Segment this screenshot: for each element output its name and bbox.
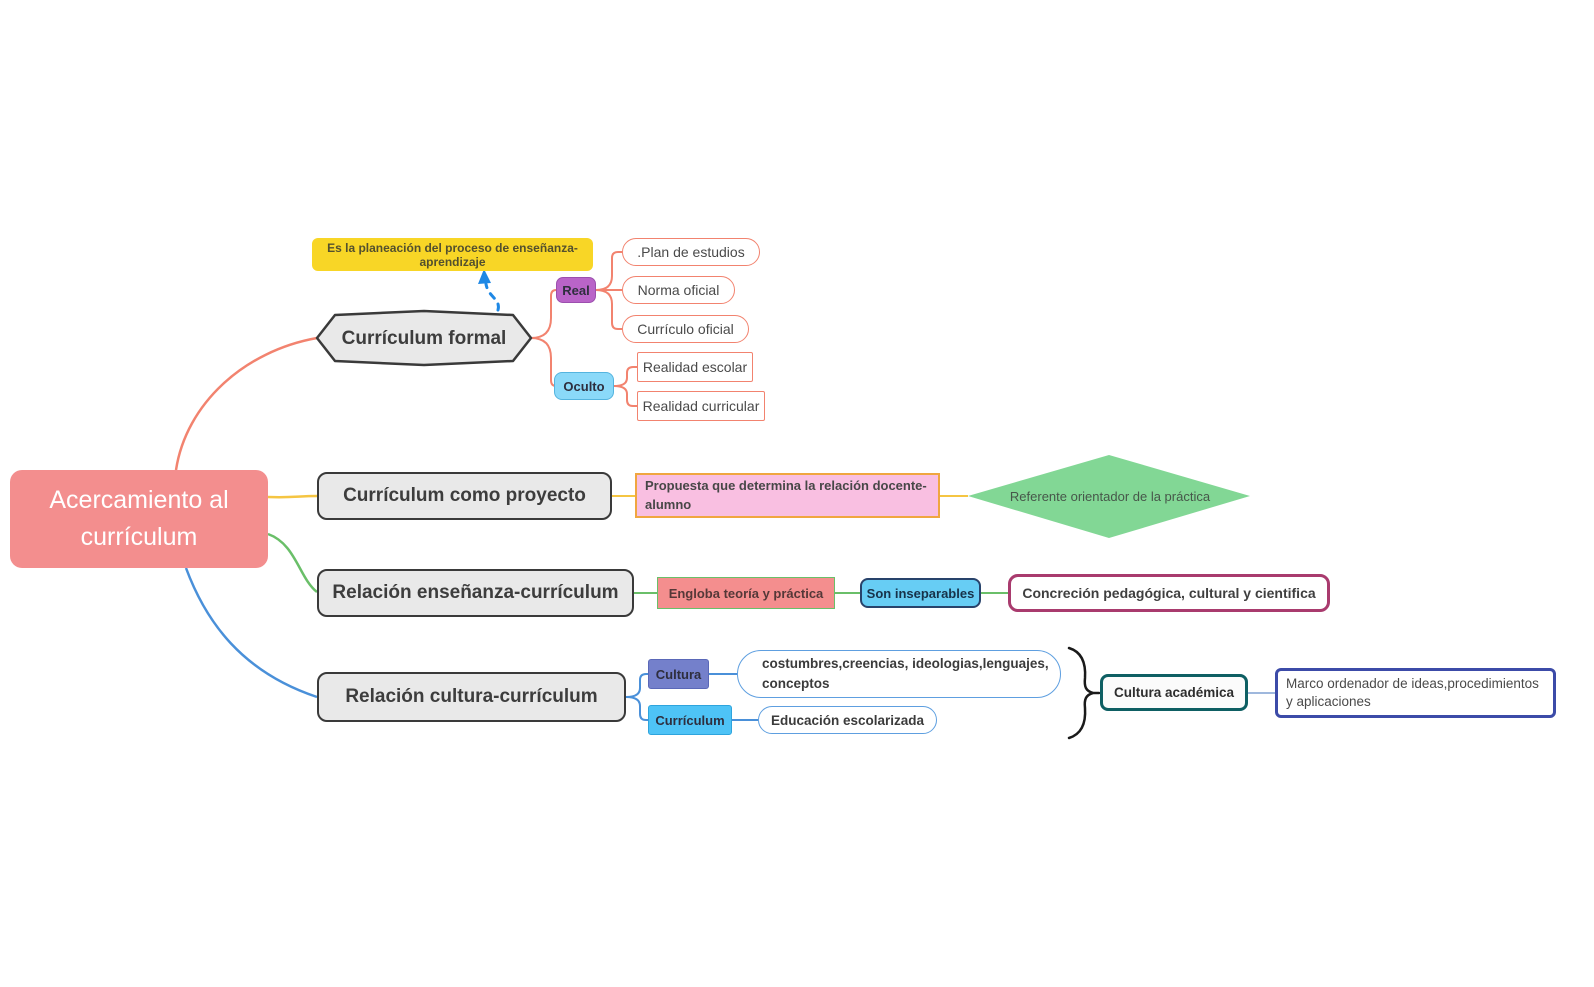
referente-diamond-shape[interactable] — [968, 455, 1250, 538]
oculto-label: Oculto — [563, 378, 605, 394]
root-node[interactable]: Acercamiento al currículum — [10, 470, 268, 568]
dashed-arrow — [478, 269, 500, 312]
badge-cultura-text: Cultura — [655, 666, 702, 682]
cultura-lines — [625, 673, 758, 721]
cultura-academica-text: Cultura académica — [1113, 685, 1235, 700]
educacion-text: Educación escolarizada — [770, 712, 925, 728]
node-curriculum-formal[interactable]: Currículum formal — [317, 311, 531, 366]
badge-oculto[interactable]: Oculto — [554, 372, 614, 400]
proyecto-label: Currículum como proyecto — [343, 485, 586, 506]
curriculo-oficial-label: Currículo oficial — [637, 321, 734, 337]
costumbres-pill[interactable]: costumbres,creencias, ideologias,lenguaj… — [737, 650, 1061, 698]
cultura-label: Relación cultura-currículum — [345, 686, 598, 707]
propuesta-box[interactable]: Propuesta que determina la relación doce… — [635, 473, 940, 518]
badge-cultura[interactable]: Cultura — [648, 659, 709, 689]
badge-real[interactable]: Real — [556, 277, 596, 303]
item-realidad-escolar[interactable]: Realidad escolar — [637, 352, 753, 382]
marco-box[interactable]: Marco ordenador de ideas,procedimientos … — [1275, 668, 1556, 718]
badge-curriculum[interactable]: Currículum — [648, 705, 732, 735]
propuesta-text: Propuesta que determina la relación doce… — [645, 478, 927, 512]
engloba-text: Engloba teoría y práctica — [668, 585, 824, 601]
referente-diamond-label: Referente orientador de la práctica — [985, 455, 1235, 537]
inseparables-text: Son inseparables — [866, 585, 975, 601]
plan-label: .Plan de estudios — [637, 244, 745, 260]
cultura-academica-box[interactable]: Cultura académica — [1100, 674, 1248, 711]
item-norma-oficial[interactable]: Norma oficial — [622, 276, 735, 304]
formal-subtree-lines — [530, 251, 637, 407]
formal-label: Currículum formal — [341, 327, 507, 349]
educacion-pill[interactable]: Educación escolarizada — [758, 706, 937, 734]
ensenanza-label: Relación enseñanza-currículum — [332, 582, 619, 603]
concrecion-box[interactable]: Concreción pedagógica, cultural y cienti… — [1008, 574, 1330, 612]
node-relacion-cultura-curriculum[interactable]: Relación cultura-currículum — [317, 672, 626, 722]
realidad-curricular-label: Realidad curricular — [642, 398, 760, 414]
real-label: Real — [562, 282, 590, 298]
formal-hexagon-shape[interactable] — [315, 309, 533, 367]
node-relacion-ensenanza-curriculum[interactable]: Relación enseñanza-currículum — [317, 569, 634, 617]
item-plan-de-estudios[interactable]: .Plan de estudios — [622, 238, 760, 266]
referente-text: Referente orientador de la práctica — [1009, 488, 1211, 504]
item-curriculo-oficial[interactable]: Currículo oficial — [622, 315, 749, 343]
costumbres-text: costumbres,creencias, ideologias,lenguaj… — [762, 656, 1049, 691]
node-curriculum-como-proyecto[interactable]: Currículum como proyecto — [317, 472, 612, 520]
formal-note-text: Es la planeación del proceso de enseñanz… — [327, 240, 578, 269]
badge-curriculum-text: Currículum — [655, 712, 725, 728]
branch-curves — [174, 336, 318, 699]
root-label: Acercamiento al currículum — [49, 485, 229, 552]
item-realidad-curricular[interactable]: Realidad curricular — [637, 391, 765, 421]
concrecion-text: Concreción pedagógica, cultural y cienti… — [1022, 585, 1316, 601]
curly-brace — [1067, 646, 1101, 740]
marco-text: Marco ordenador de ideas,procedimientos … — [1286, 675, 1539, 709]
inseparables-box[interactable]: Son inseparables — [860, 578, 981, 608]
norma-label: Norma oficial — [637, 282, 720, 298]
realidad-escolar-label: Realidad escolar — [642, 359, 748, 375]
engloba-box[interactable]: Engloba teoría y práctica — [657, 577, 835, 609]
formal-note[interactable]: Es la planeación del proceso de enseñanz… — [312, 238, 593, 271]
